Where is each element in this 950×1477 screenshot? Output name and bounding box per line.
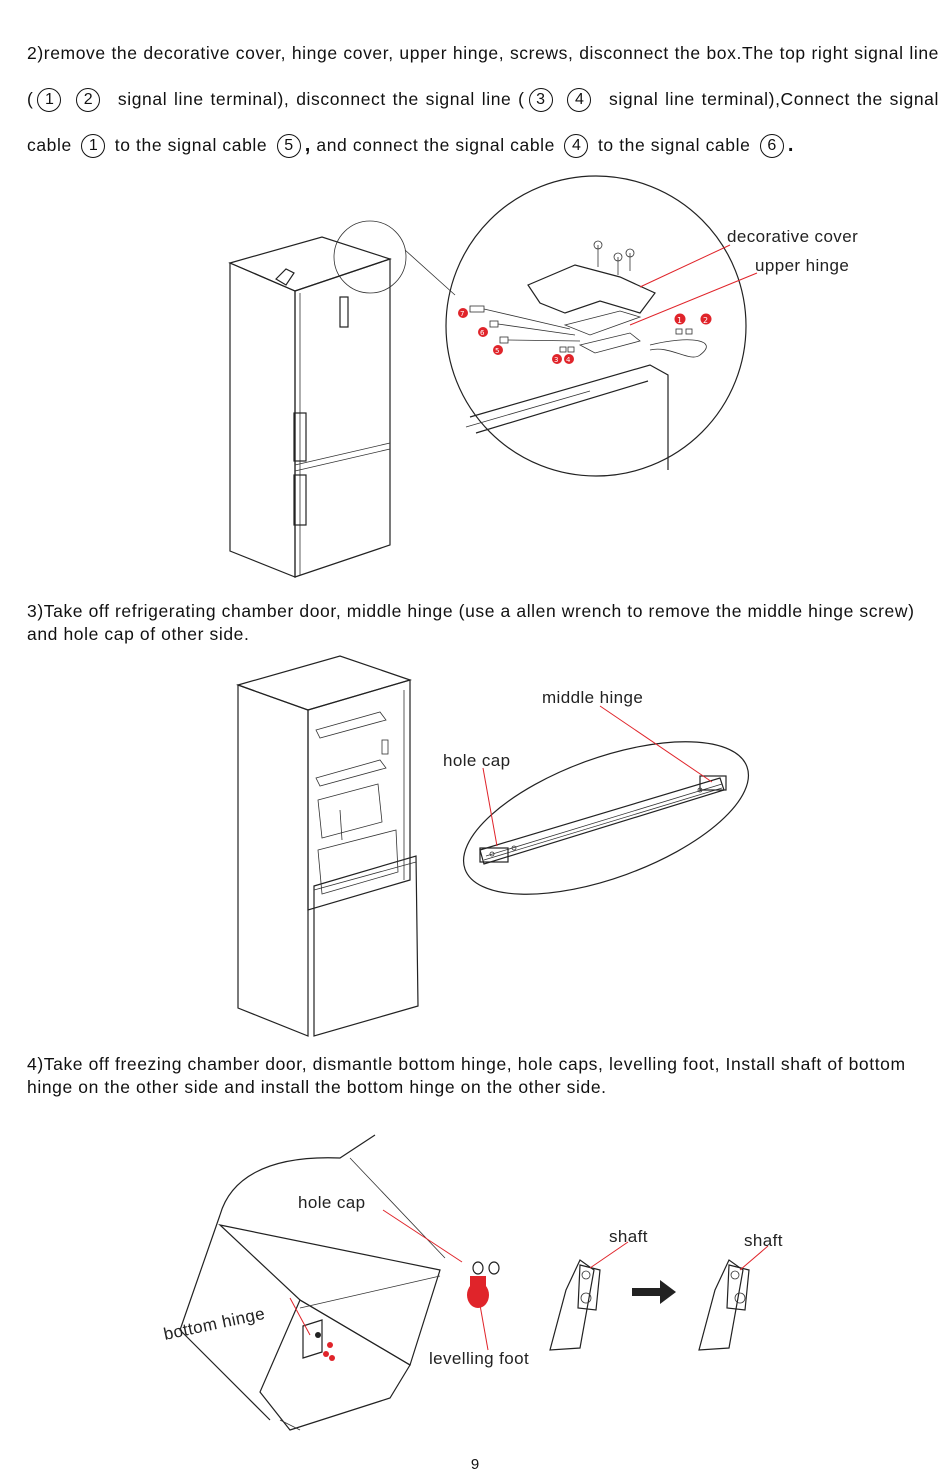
callout-line — [629, 272, 758, 326]
step2-text-part4: to the signal cable — [114, 135, 268, 155]
callout-line — [382, 1209, 463, 1263]
label-shaft-left: shaft — [609, 1227, 648, 1246]
circled-number: 4 — [564, 134, 589, 158]
figure-bottom-hinge: hole cap bottom hinge levelling foot sha… — [162, 1134, 783, 1431]
label-hole-cap: hole cap — [298, 1193, 365, 1212]
marker-label: 1 — [677, 316, 682, 325]
label-middle-hinge: middle hinge — [542, 688, 643, 707]
circled-number: 2 — [76, 88, 101, 112]
fridge-open-illustration — [236, 655, 419, 1037]
hole-cap-icons — [472, 1261, 500, 1275]
marker-label: 2 — [703, 316, 708, 325]
circled-number: 1 — [81, 134, 106, 158]
step2-text-part3: signal line terminal),Connect the signal… — [27, 89, 939, 155]
levelling-foot-icon — [467, 1276, 489, 1308]
label-levelling-foot: levelling foot — [429, 1349, 529, 1368]
circled-number: 3 — [528, 88, 553, 112]
step2-text-part5: and connect the signal cable — [316, 135, 555, 155]
marker-label: 7 — [460, 310, 464, 318]
callout-line — [289, 1297, 311, 1336]
circled-number: 1 — [37, 88, 62, 112]
hinge-zoom-ellipse — [462, 741, 750, 895]
shaft-hinge-left — [549, 1259, 601, 1351]
screw-icons — [323, 1342, 335, 1361]
step4-paragraph: 4)Take off freezing chamber door, disman… — [27, 1054, 906, 1097]
callout-line — [482, 767, 498, 847]
page-number: 9 — [470, 1456, 480, 1473]
circled-number: 4 — [567, 88, 592, 112]
label-decorative-cover: decorative cover — [727, 227, 858, 246]
bottom-hinge-part — [302, 1319, 323, 1359]
full-stop: . — [787, 134, 795, 156]
label-hole-cap: hole cap — [443, 751, 510, 770]
callout-line — [589, 1241, 629, 1269]
marker-label: 4 — [566, 356, 571, 364]
zoom-detail-circle — [445, 175, 747, 477]
label-shaft-right: shaft — [744, 1231, 783, 1250]
label-upper-hinge: upper hinge — [755, 256, 849, 275]
step2-text-part1: 2)remove the decorative cover, hinge cov… — [27, 43, 939, 109]
fridge-tilted-illustration — [179, 1134, 446, 1431]
figure-upper-hinge: 1 2 3 4 5 6 7 decorative cover upper hin… — [228, 175, 858, 578]
marker-label: 5 — [495, 347, 499, 355]
comma: , — [304, 134, 311, 156]
arrow-right-icon — [632, 1280, 676, 1304]
shaft-hinge-right — [698, 1259, 750, 1351]
step2-text-part6: to the signal cable — [597, 135, 751, 155]
callout-line — [599, 705, 713, 783]
callout-line — [639, 244, 731, 288]
signal-markers: 1 2 3 4 5 6 7 — [458, 308, 712, 364]
marker-label: 3 — [554, 356, 558, 364]
label-bottom-hinge: bottom hinge — [162, 1304, 267, 1344]
figure-middle-hinge: middle hinge hole cap — [236, 655, 750, 1037]
circled-number: 6 — [759, 134, 784, 158]
step3-paragraph: 3)Take off refrigerating chamber door, m… — [27, 601, 915, 644]
step2-text-part2: signal line terminal), disconnect the si… — [117, 89, 525, 109]
callout-line — [479, 1304, 489, 1351]
circled-number: 5 — [276, 134, 301, 158]
callout-line — [739, 1245, 769, 1271]
marker-label: 6 — [480, 329, 485, 337]
step2-paragraph: 2)remove the decorative cover, hinge cov… — [27, 30, 939, 168]
fridge-illustration — [228, 220, 456, 578]
